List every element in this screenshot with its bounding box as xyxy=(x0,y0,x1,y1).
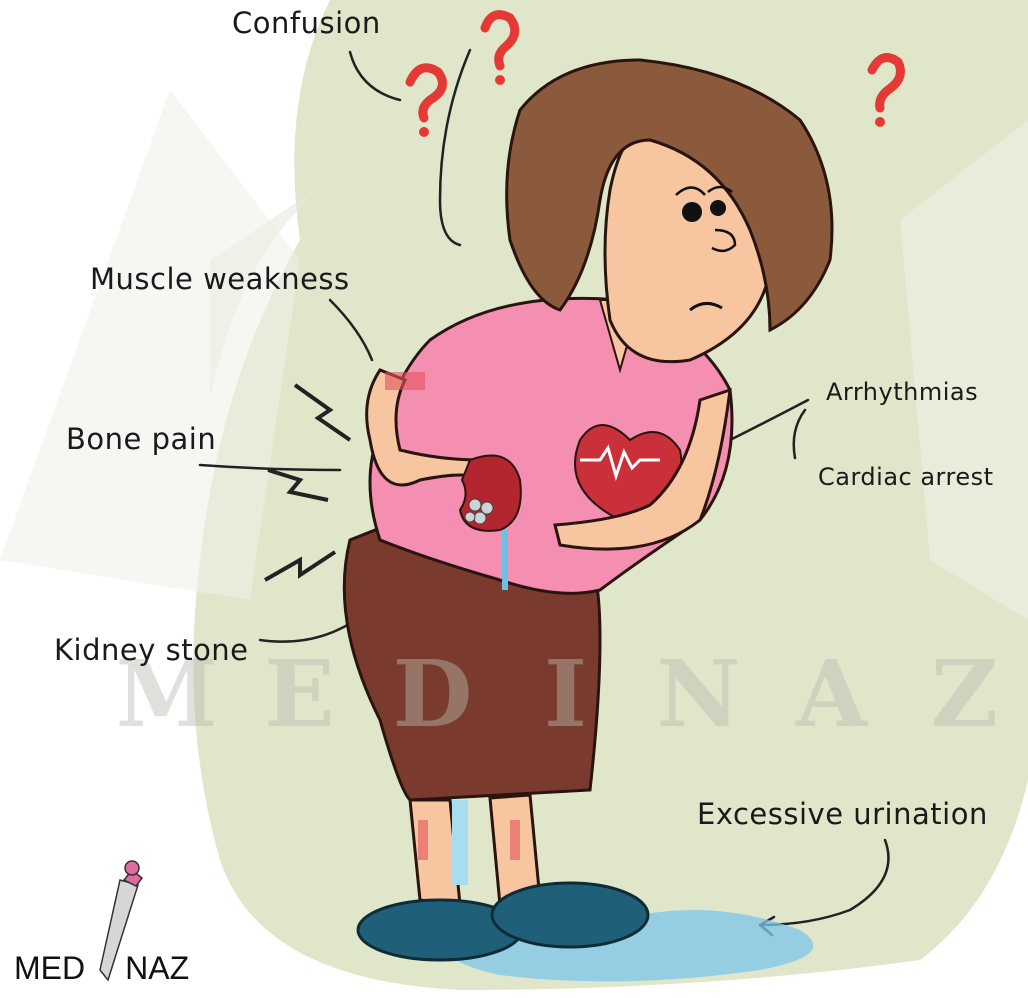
label-kidney-stone: Kidney stone xyxy=(54,633,249,667)
logo-right: NAZ xyxy=(125,950,189,986)
brand-logo: MED NAZ xyxy=(14,950,189,987)
label-muscle-weakness: Muscle weakness xyxy=(90,262,350,296)
label-excessive-urination: Excessive urination xyxy=(697,797,988,831)
label-cardiac-arrest: Cardiac arrest xyxy=(818,463,994,491)
label-arrhythmias: Arrhythmias xyxy=(826,378,978,406)
label-bone-pain: Bone pain xyxy=(66,422,216,456)
logo-left: MED xyxy=(14,950,85,986)
label-confusion: Confusion xyxy=(232,6,381,40)
